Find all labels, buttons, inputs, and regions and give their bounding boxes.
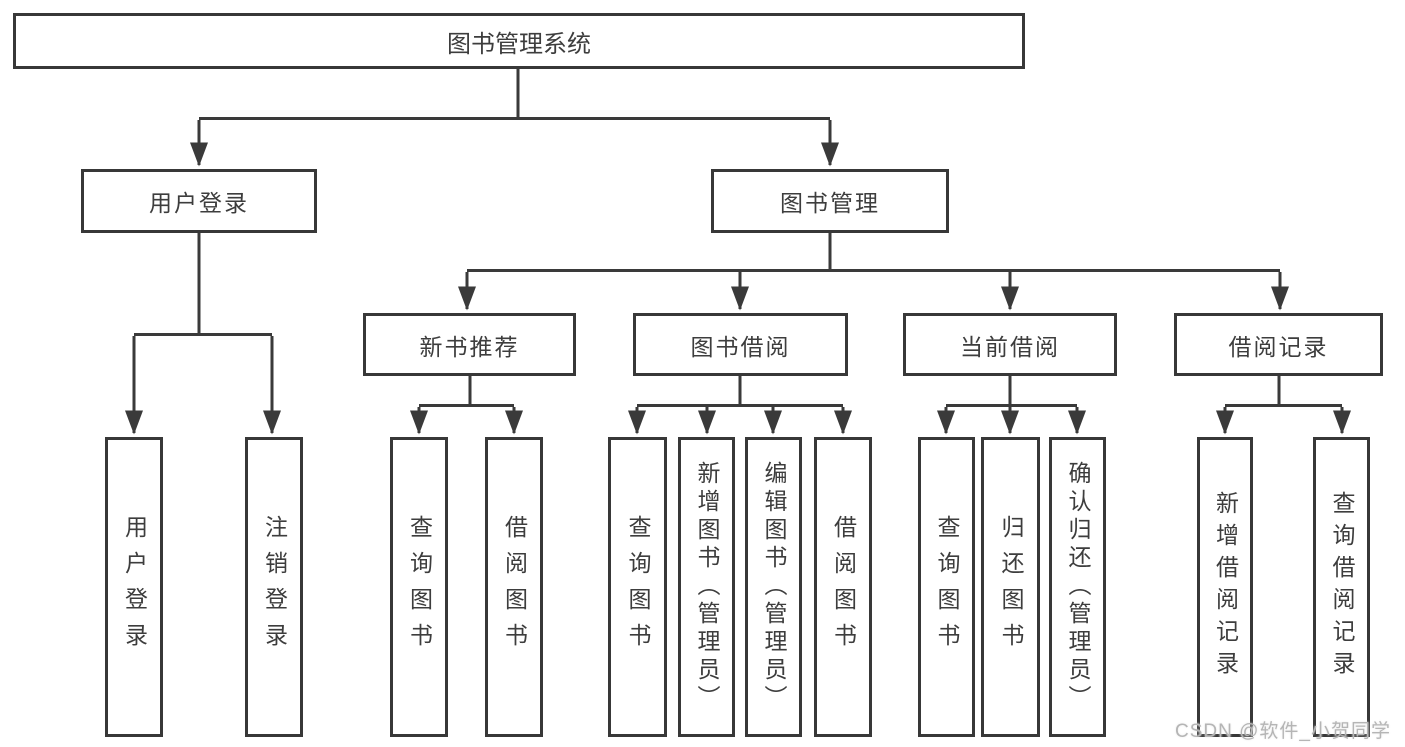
leaf-query-books-borrowing: 查询图书	[608, 437, 667, 737]
leaf-add-borrow-record: 新增借阅记录	[1197, 437, 1253, 737]
node-new-book-recommend: 新书推荐	[363, 313, 576, 376]
leaf-return-books: 归还图书	[981, 437, 1040, 737]
leaf-borrow-books: 借阅图书	[814, 437, 872, 737]
node-borrow-records: 借阅记录	[1174, 313, 1383, 376]
leaf-query-books-recommend: 查询图书	[390, 437, 448, 737]
leaf-add-books-admin: 新增图书（管理员）	[678, 437, 735, 737]
csdn-watermark: CSDN @软件_小贺同学	[1175, 721, 1391, 742]
node-user-login: 用户登录	[81, 169, 317, 233]
node-library-management-system: 图书管理系统	[13, 13, 1025, 69]
connector-group	[125, 69, 1351, 435]
leaf-borrow-books-recommend: 借阅图书	[485, 437, 543, 737]
leaf-query-borrow-record: 查询借阅记录	[1313, 437, 1370, 737]
node-book-management: 图书管理	[711, 169, 949, 233]
leaf-edit-books-admin: 编辑图书（管理员）	[745, 437, 802, 737]
leaf-user-login: 用户登录	[105, 437, 163, 737]
leaf-logout: 注销登录	[245, 437, 303, 737]
node-book-borrowing: 图书借阅	[633, 313, 848, 376]
leaf-confirm-return-admin: 确认归还（管理员）	[1049, 437, 1106, 737]
node-current-borrowing: 当前借阅	[903, 313, 1117, 376]
leaf-query-books-current: 查询图书	[918, 437, 975, 737]
